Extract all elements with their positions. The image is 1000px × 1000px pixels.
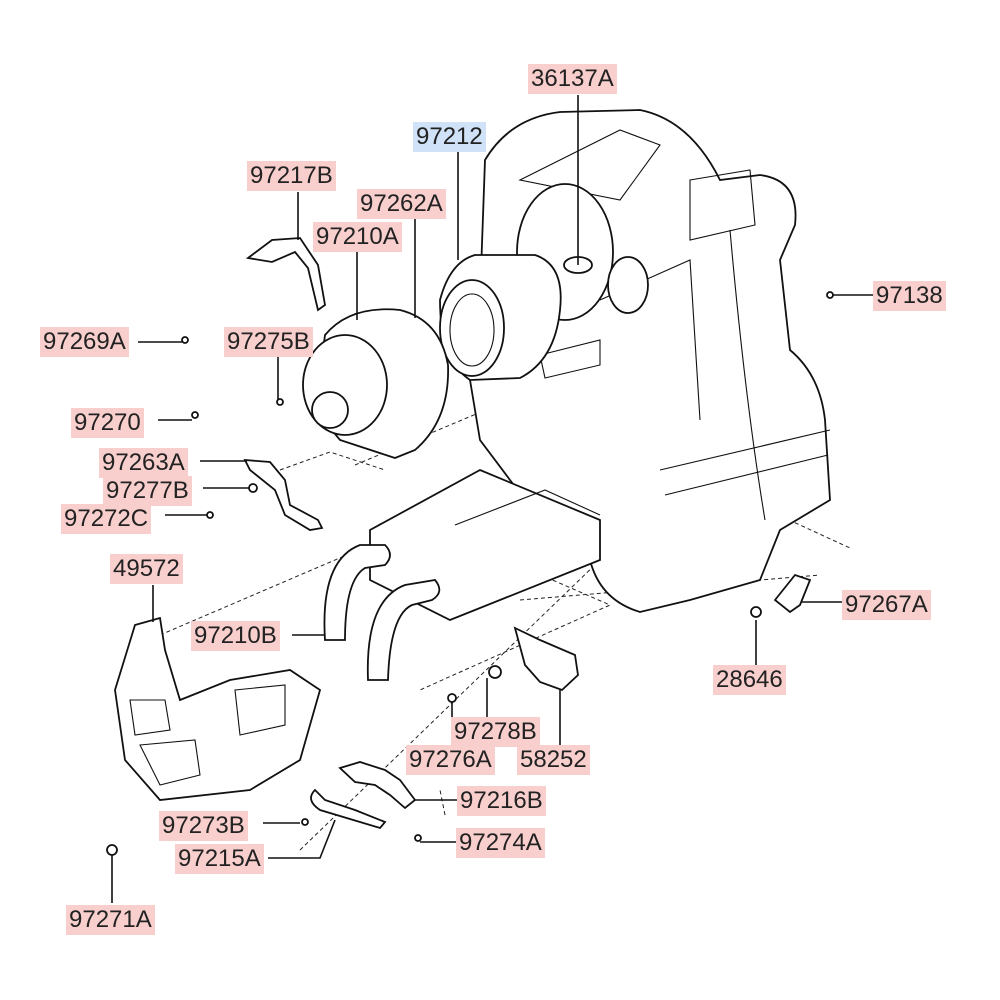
part-label-97270[interactable]: 97270 xyxy=(71,408,144,438)
part-label-97267A[interactable]: 97267A xyxy=(842,590,931,620)
part-label-49572[interactable]: 49572 xyxy=(110,554,183,584)
part-label-97276A[interactable]: 97276A xyxy=(406,745,495,775)
part-label-28646[interactable]: 28646 xyxy=(713,665,786,695)
part-label-97277B[interactable]: 97277B xyxy=(103,476,192,506)
part-label-97217B[interactable]: 97217B xyxy=(247,161,336,191)
leader-lines xyxy=(111,95,876,903)
heater-core xyxy=(323,469,601,681)
part-label-97274A[interactable]: 97274A xyxy=(456,828,545,858)
bracket-58252 xyxy=(513,626,579,692)
part-label-97210B[interactable]: 97210B xyxy=(191,621,280,651)
part-label-97275B[interactable]: 97275B xyxy=(224,327,313,357)
clip-97216B xyxy=(338,761,417,810)
clip-97215A xyxy=(310,788,387,830)
part-label-97215A[interactable]: 97215A xyxy=(175,844,264,874)
part-label-97269A[interactable]: 97269A xyxy=(40,327,129,357)
part-label-97271A[interactable]: 97271A xyxy=(66,905,155,935)
wire-harness xyxy=(245,237,326,312)
part-label-97216B[interactable]: 97216B xyxy=(457,786,546,816)
duct xyxy=(114,616,322,801)
lever-97267A xyxy=(773,573,812,614)
bracket-97263A xyxy=(243,458,324,531)
part-label-97210A[interactable]: 97210A xyxy=(313,222,402,252)
part-label-97138[interactable]: 97138 xyxy=(873,281,946,311)
blower-fan xyxy=(439,254,562,381)
part-label-97273B[interactable]: 97273B xyxy=(159,811,248,841)
part-label-97263A[interactable]: 97263A xyxy=(99,448,188,478)
blower-motor xyxy=(302,308,449,459)
part-label-97278B[interactable]: 97278B xyxy=(451,717,540,747)
part-label-97272C[interactable]: 97272C xyxy=(61,504,152,534)
part-label-58252[interactable]: 58252 xyxy=(517,745,590,775)
part-label-36137A[interactable]: 36137A xyxy=(528,64,617,94)
part-label-97212[interactable]: 97212 xyxy=(413,122,486,152)
part-label-97262A[interactable]: 97262A xyxy=(357,189,446,219)
